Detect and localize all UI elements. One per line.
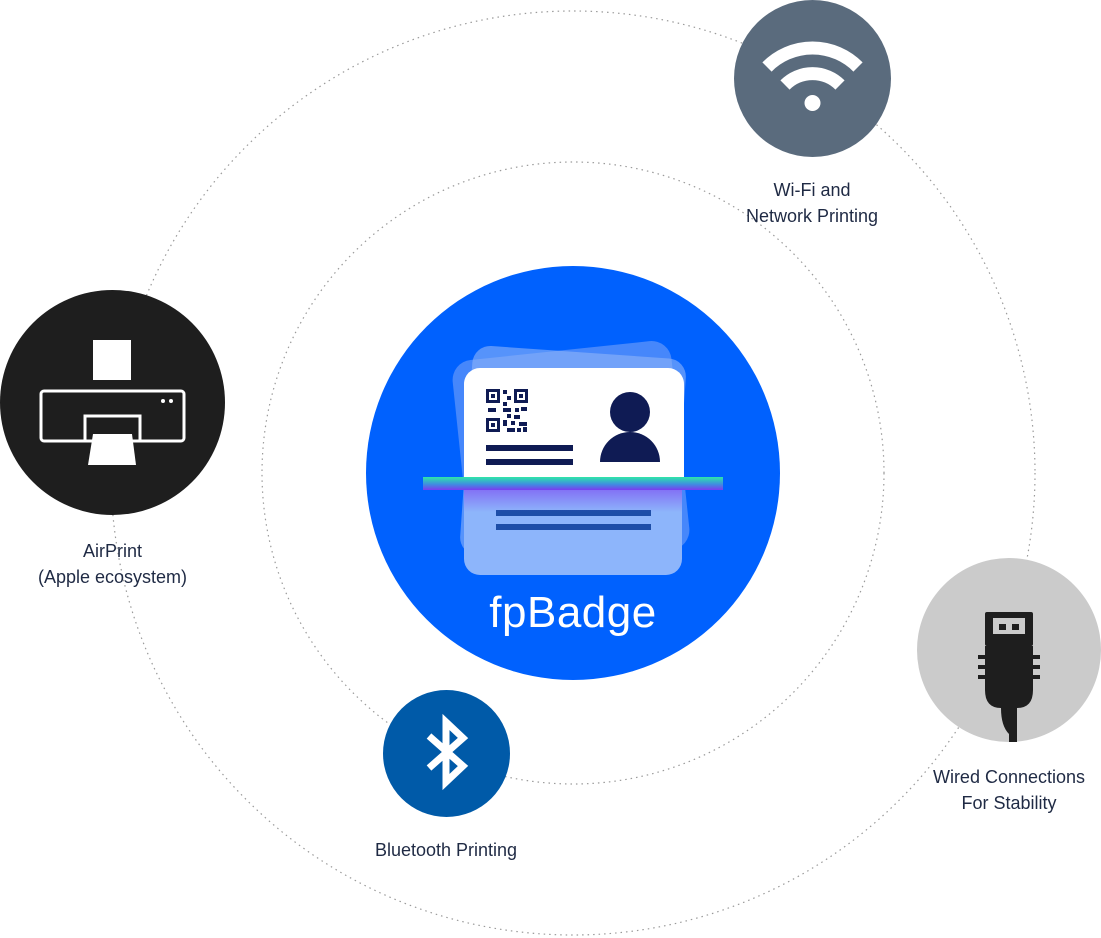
wifi-icon (762, 41, 863, 111)
usb-cable-icon (978, 612, 1040, 742)
badge-scan-icon (366, 266, 780, 680)
outer-orbit (110, 10, 1036, 936)
person-avatar-icon (600, 392, 660, 462)
airprint-node (0, 290, 225, 515)
bluetooth-node (383, 690, 510, 817)
fpbadge-hub: fpBadge (366, 266, 780, 680)
scan-line (423, 477, 723, 490)
qr-code-icon (486, 389, 528, 432)
bluetooth-icon (426, 713, 469, 791)
wifi-label: Wi-Fi and Network Printing (745, 180, 879, 226)
inner-orbit (261, 161, 885, 785)
wired-node (917, 558, 1101, 742)
airprint-label: AirPrint (Apple ecosystem) (37, 541, 188, 587)
wifi-node (734, 0, 891, 157)
printer-icon (39, 340, 186, 465)
wired-label: Wired Connections For Stability (932, 767, 1086, 813)
hub-title: fpBadge (489, 588, 657, 637)
bluetooth-label: Bluetooth Printing (374, 840, 518, 860)
